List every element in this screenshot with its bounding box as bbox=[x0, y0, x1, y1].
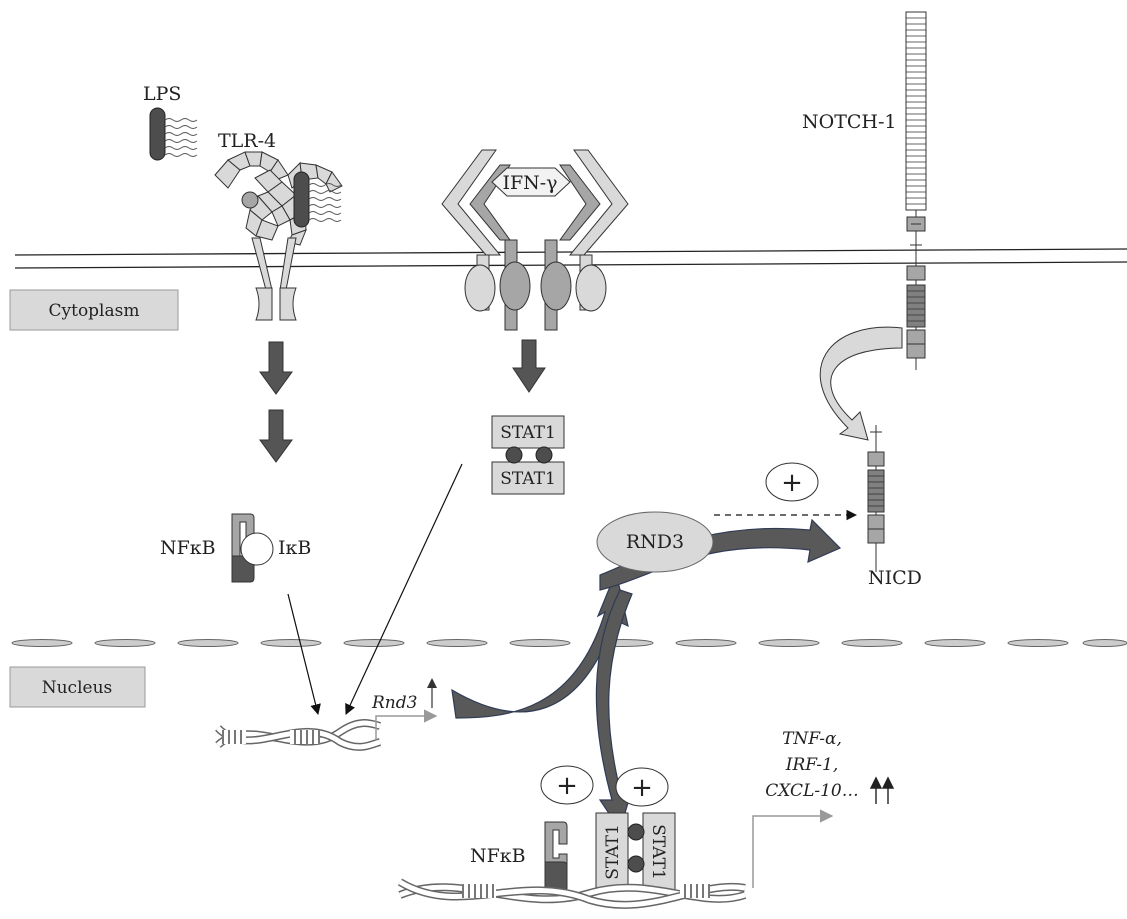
rnd3-dna-helix bbox=[218, 723, 380, 747]
stat1-top-label: STAT1 bbox=[500, 423, 556, 443]
nicd-fragment: NICD bbox=[868, 425, 922, 589]
plus-sign: + bbox=[781, 468, 803, 498]
lps-label: LPS bbox=[143, 83, 181, 105]
irf1-label: IRF-1, bbox=[785, 755, 839, 775]
nfkb-to-dna-arrow bbox=[288, 594, 318, 714]
stat1-nuclear-left-label: STAT1 bbox=[603, 824, 623, 880]
cytoplasm-box: Cytoplasm bbox=[10, 290, 178, 330]
nicd-release-arrow bbox=[820, 327, 902, 440]
stat1-dimer-nuclear: STAT1 STAT1 bbox=[596, 813, 675, 891]
rnd3-transcription-arrow bbox=[376, 716, 436, 740]
notch1-receptor: NOTCH-1 bbox=[802, 12, 926, 370]
tlr4-signal-arrows bbox=[260, 342, 292, 462]
ikb-label: IκB bbox=[278, 537, 311, 559]
nucleus-box: Nucleus bbox=[10, 667, 145, 707]
notch1-label: NOTCH-1 bbox=[802, 111, 897, 133]
stat1-to-dna-arrow bbox=[346, 464, 462, 714]
stat1-bottom-label: STAT1 bbox=[500, 469, 556, 489]
ifng-receptor: IFN-γ bbox=[442, 150, 628, 330]
ifng-label: IFN-γ bbox=[502, 172, 557, 194]
plus-badge-notch: + bbox=[766, 463, 818, 501]
nfkb-ikb-complex: NFκB IκB bbox=[160, 514, 311, 582]
nicd-label: NICD bbox=[868, 567, 922, 589]
upregulation-double-arrow bbox=[871, 778, 893, 804]
target-genes: TNF-α, IRF-1, CXCL-10… bbox=[765, 729, 858, 801]
plus-badge-nfkb: + bbox=[541, 766, 593, 804]
ifng-signal-arrow bbox=[513, 340, 545, 392]
cxcl10-label: CXCL-10… bbox=[765, 781, 858, 801]
cell-membrane bbox=[15, 249, 1127, 268]
nucleus-label: Nucleus bbox=[42, 678, 113, 698]
cytoplasm-label: Cytoplasm bbox=[49, 301, 140, 321]
target-gene-transcription-arrow bbox=[753, 816, 832, 888]
stat1-nuclear-right-label: STAT1 bbox=[648, 824, 668, 880]
target-gene-dna-helix bbox=[400, 882, 745, 905]
rnd3-protein-label: RND3 bbox=[626, 531, 684, 553]
plus-sign: + bbox=[556, 771, 578, 801]
tnf-label: TNF-α, bbox=[782, 729, 842, 749]
nfkb-nuclear-label: NFκB bbox=[470, 845, 526, 867]
rnd3-up-arrow bbox=[427, 678, 437, 708]
nuclear-membrane bbox=[12, 640, 1127, 647]
rnd3-protein: RND3 bbox=[597, 512, 713, 572]
lps-molecule: LPS bbox=[143, 83, 197, 160]
tlr4-label: TLR-4 bbox=[218, 130, 276, 152]
plus-badge-stat1: + bbox=[616, 768, 668, 806]
nfkb-cyto-label: NFκB bbox=[160, 537, 216, 559]
rnd3-gene-label: Rnd3 bbox=[371, 693, 417, 713]
plus-sign: + bbox=[631, 773, 653, 803]
stat1-dimer-cytoplasm: STAT1 STAT1 bbox=[492, 416, 564, 494]
nfkb-nuclear: NFκB bbox=[470, 822, 567, 892]
tlr4-receptor: TLR-4 bbox=[215, 130, 342, 320]
